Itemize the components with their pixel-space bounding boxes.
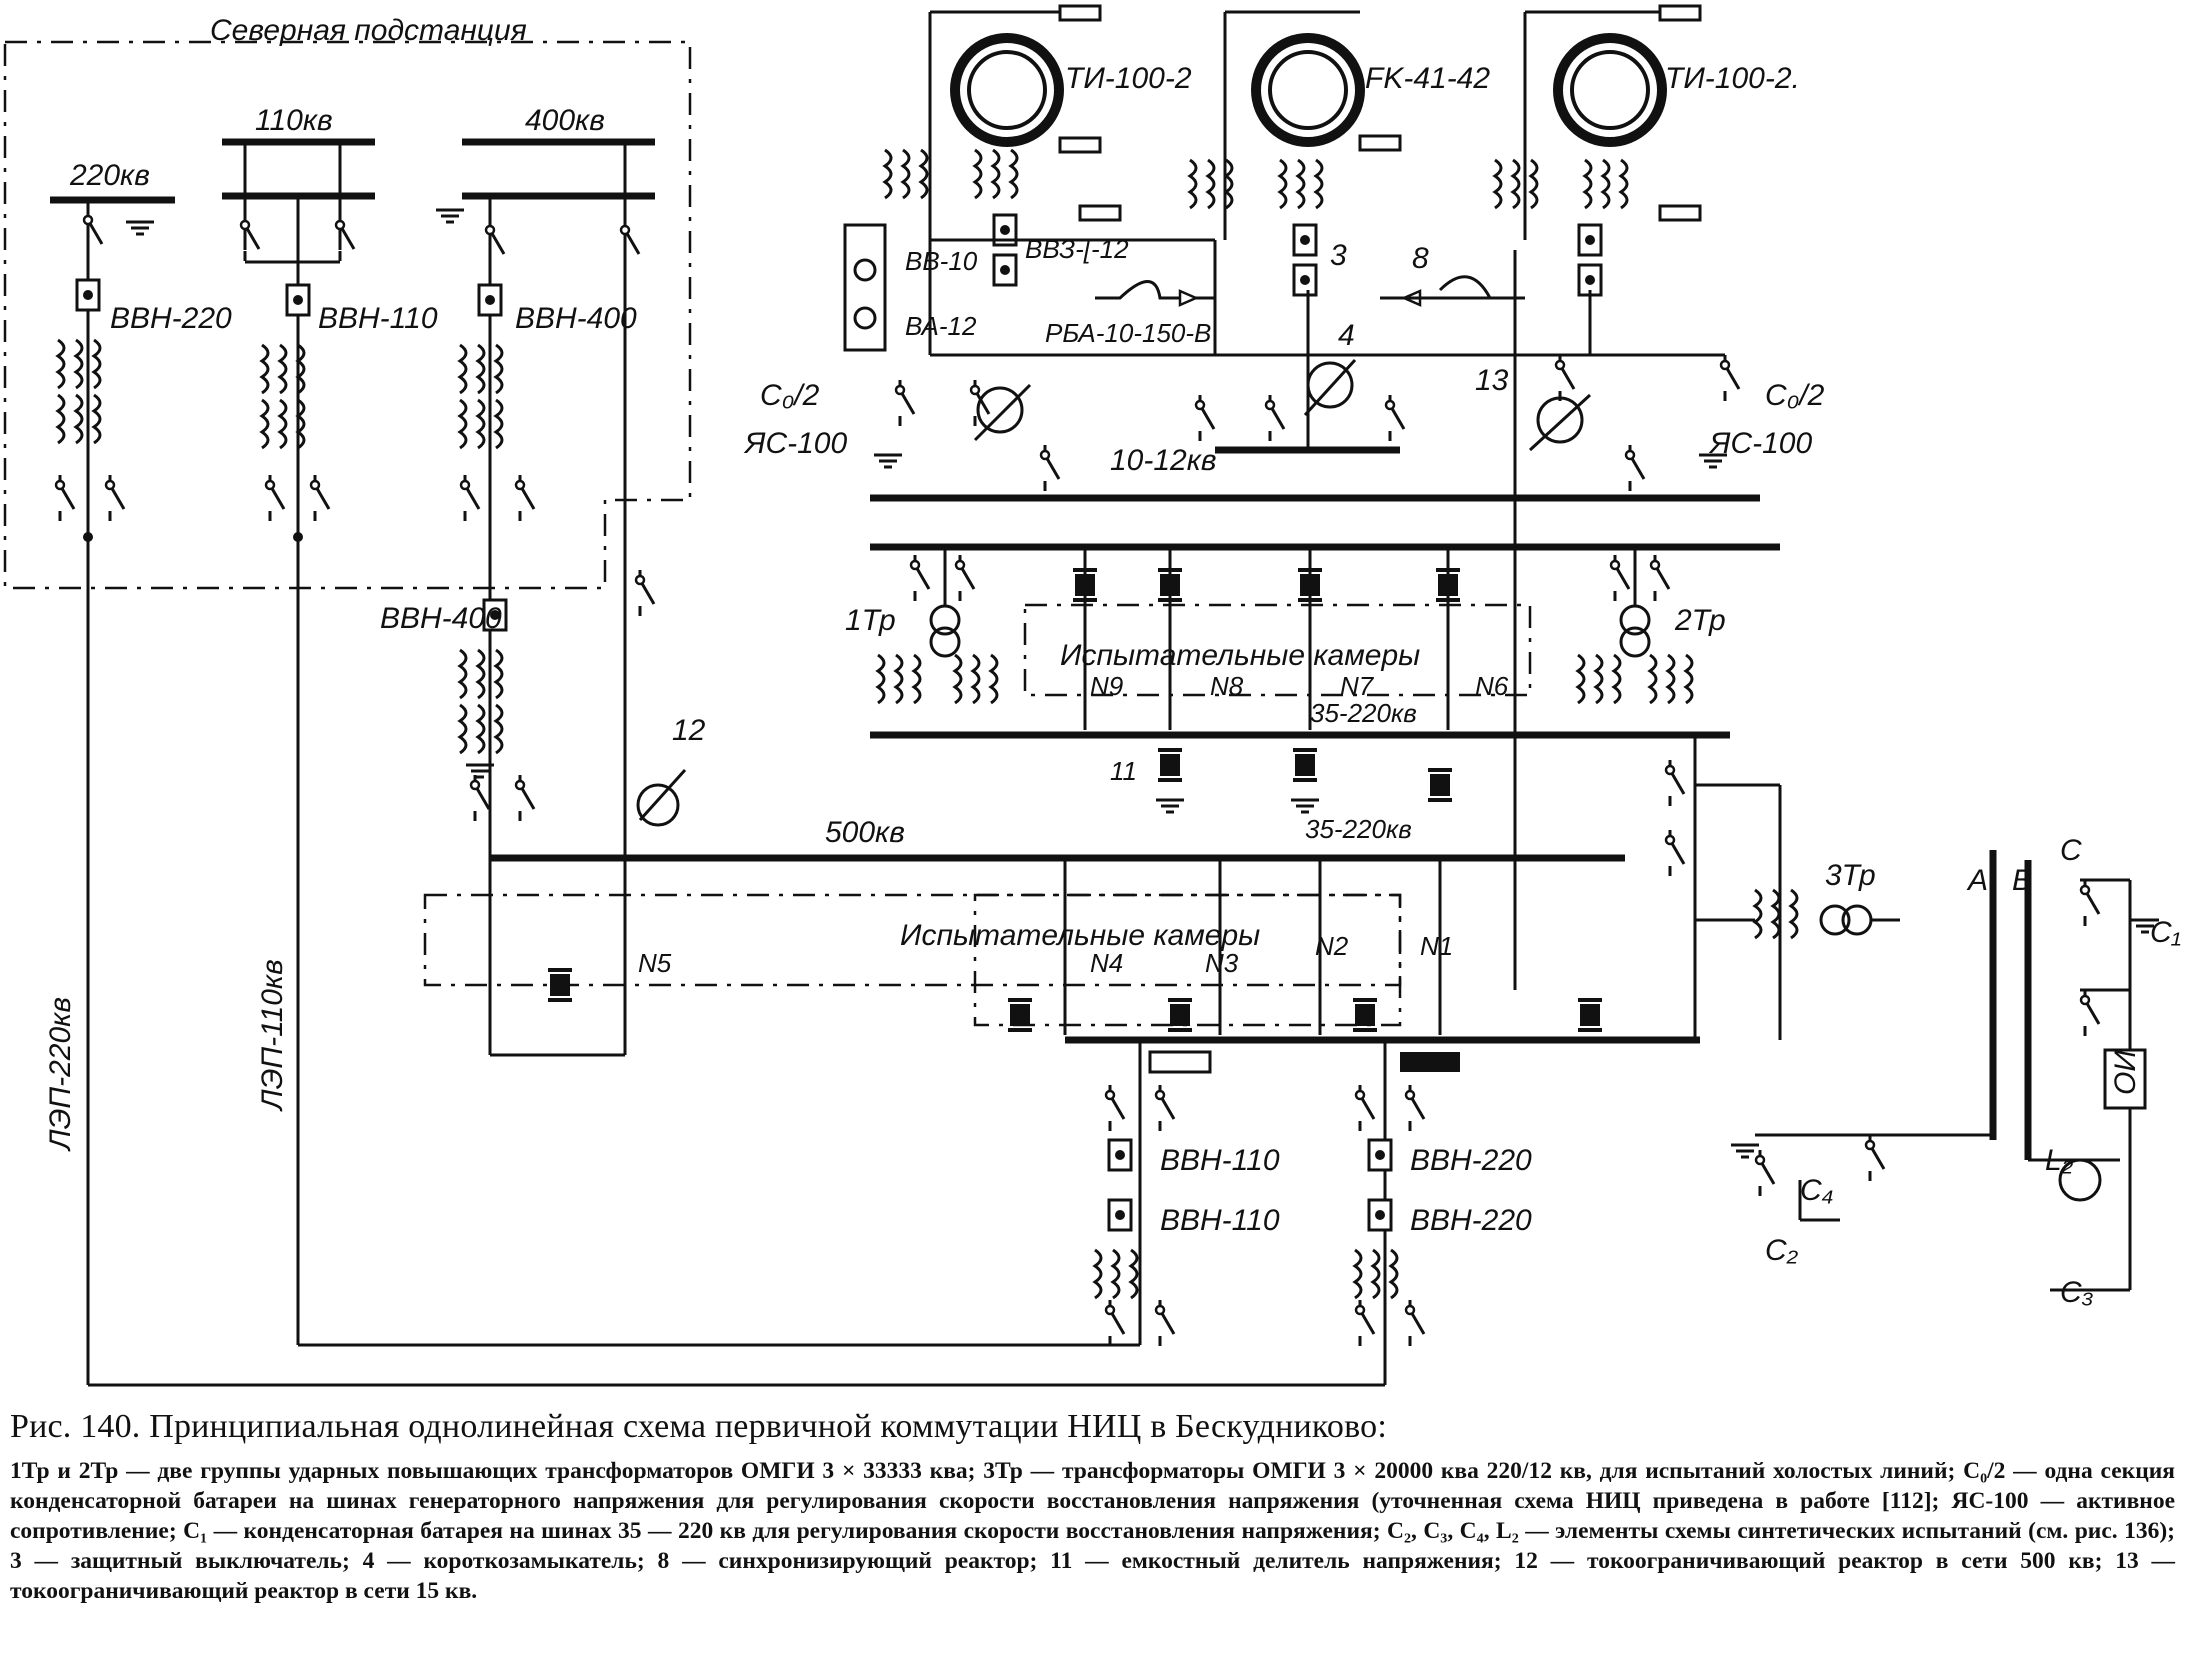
label-4: 4	[1338, 319, 1355, 352]
label-l2: L₂	[2045, 1144, 2074, 1177]
label-chambers-bottom: Испытательные камеры	[900, 919, 1260, 952]
label-n1: N1	[1420, 931, 1453, 961]
label-c3: C₃	[2060, 1276, 2094, 1309]
caption-title: Рис. 140. Принципиальная однолинейная сх…	[10, 1408, 1387, 1445]
label-vv-10: ВВ-10	[905, 246, 978, 276]
label-c4: C₄	[1800, 1174, 1834, 1207]
label-220kv: 220кв	[69, 159, 150, 192]
label-11: 11	[1110, 756, 1137, 786]
circuit-diagram: Северная подстанция 220кв 110кв 400кв ВВ…	[3, 4, 2181, 1387]
label-n6: N6	[1475, 671, 1509, 701]
label-vvn-400-line: ВВН-400	[380, 602, 502, 635]
label-b: B	[2012, 864, 2032, 897]
label-35-220kv-top: 35-220кв	[1310, 698, 1417, 728]
label-chambers-top: Испытательные камеры	[1060, 639, 1420, 672]
generator-ti-100-2-right	[1553, 33, 1667, 147]
label-vvn-110-a: ВВН-110	[1160, 1144, 1280, 1177]
label-35-220kv-mid: 35-220кв	[1305, 814, 1412, 844]
label-n2: N2	[1315, 931, 1349, 961]
generators	[883, 4, 1702, 297]
label-ys-100-left: ЯС-100	[743, 427, 847, 460]
label-110kv: 110кв	[255, 104, 333, 137]
label-8: 8	[1412, 242, 1429, 275]
label-ou: ОИ	[2109, 1050, 2142, 1095]
caption-body: 1Тр и 2Тр — две группы ударных повышающи…	[10, 1458, 2175, 1604]
substation-title: Северная подстанция	[210, 14, 527, 47]
label-vvn-220-b: ВВН-220	[1410, 1204, 1532, 1237]
transmission-lines	[86, 535, 1385, 1387]
transformer-3tr	[1664, 735, 1900, 1040]
label-rba: РБА-10-150-В	[1045, 318, 1211, 348]
label-12: 12	[672, 714, 706, 747]
label-10-12kv: 10-12кв	[1110, 444, 1217, 477]
label-vvn-110-north: ВВН-110	[318, 302, 438, 335]
label-c1: C₁	[2150, 916, 2181, 949]
feeder-220	[54, 200, 156, 542]
label-vvn-110-b: ВВН-110	[1160, 1204, 1280, 1237]
label-n7: N7	[1340, 671, 1375, 701]
label-c: C	[2060, 834, 2082, 867]
label-c0-right: C₀/2	[1765, 379, 1825, 412]
generator-fk-41-42	[1251, 33, 1365, 147]
label-3: 3	[1330, 239, 1347, 272]
feeder-110	[239, 142, 356, 542]
label-n5: N5	[638, 948, 672, 978]
northern-substation: Северная подстанция 220кв 110кв 400кв ВВ…	[3, 14, 692, 590]
label-c2: C₂	[1765, 1234, 1799, 1267]
label-1tr: 1Тр	[845, 604, 896, 637]
label-vvz: ВВЗ-[-12	[1025, 234, 1129, 264]
label-ti-100-2-left: ТИ-100-2	[1065, 62, 1192, 95]
feeder-400	[434, 142, 641, 535]
label-3tr: 3Тр	[1825, 859, 1876, 892]
figure-caption: Рис. 140. Принципиальная однолинейная сх…	[10, 1408, 2175, 1606]
synthetic-test-circuit	[1729, 850, 2161, 1292]
reactor-12	[636, 783, 680, 827]
label-vvn-220-north: ВВН-220	[110, 302, 232, 335]
label-n3: N3	[1205, 948, 1239, 978]
generator-ti-100-2-left	[950, 33, 1064, 147]
transformers-top	[876, 547, 1694, 705]
label-fk-41-42: FK-41-42	[1365, 62, 1490, 95]
label-400kv: 400кв	[525, 104, 605, 137]
bus-500kv-area	[423, 250, 1700, 1057]
generator-buses	[870, 240, 1780, 551]
label-vvn-220-a: ВВН-220	[1410, 1144, 1532, 1177]
substation-boundary	[3, 40, 692, 590]
feeders-bottom	[1093, 1040, 1460, 1385]
label-a: A	[1966, 864, 1988, 897]
label-vvn-400-north: ВВН-400	[515, 302, 637, 335]
label-lep-110: ЛЭП-110кв	[256, 959, 289, 1112]
label-500kv: 500кв	[825, 816, 905, 849]
label-n4: N4	[1090, 948, 1123, 978]
line-400-to-500	[458, 250, 687, 1055]
label-ti-100-2-right: ТИ-100-2.	[1665, 62, 1800, 95]
label-va-12: ВА-12	[905, 311, 977, 341]
label-c0-left: C₀/2	[760, 379, 820, 412]
generator-switchgear	[843, 223, 1525, 355]
label-lep-220: ЛЭП-220кв	[44, 997, 77, 1152]
label-n8: N8	[1210, 671, 1244, 701]
label-2tr: 2Тр	[1674, 604, 1726, 637]
label-n9: N9	[1090, 671, 1123, 701]
label-13: 13	[1475, 364, 1509, 397]
test-chambers-top	[870, 547, 1730, 814]
